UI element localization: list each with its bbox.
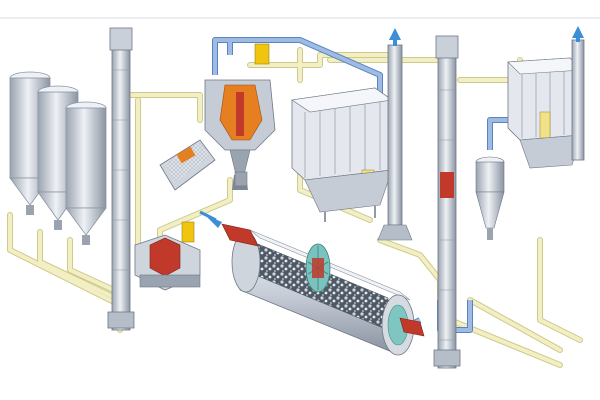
air-classifier <box>204 43 276 190</box>
exhaust-stack-left <box>377 28 413 241</box>
feeder-motor-unit <box>134 221 201 291</box>
bag-filter-left <box>291 87 393 222</box>
bucket-elevator-right <box>433 35 461 369</box>
exhaust-stack-right <box>571 26 585 161</box>
bag-filter-right <box>507 57 583 169</box>
silo-3 <box>65 101 107 245</box>
ball-mill <box>199 210 425 356</box>
storage-silos <box>9 71 107 245</box>
cream-pipe-network <box>7 47 583 368</box>
discharge-valve <box>234 171 248 187</box>
bucket-elevator-left <box>107 27 135 331</box>
cyclone-separator <box>475 156 505 240</box>
vibrating-screen <box>159 139 216 191</box>
